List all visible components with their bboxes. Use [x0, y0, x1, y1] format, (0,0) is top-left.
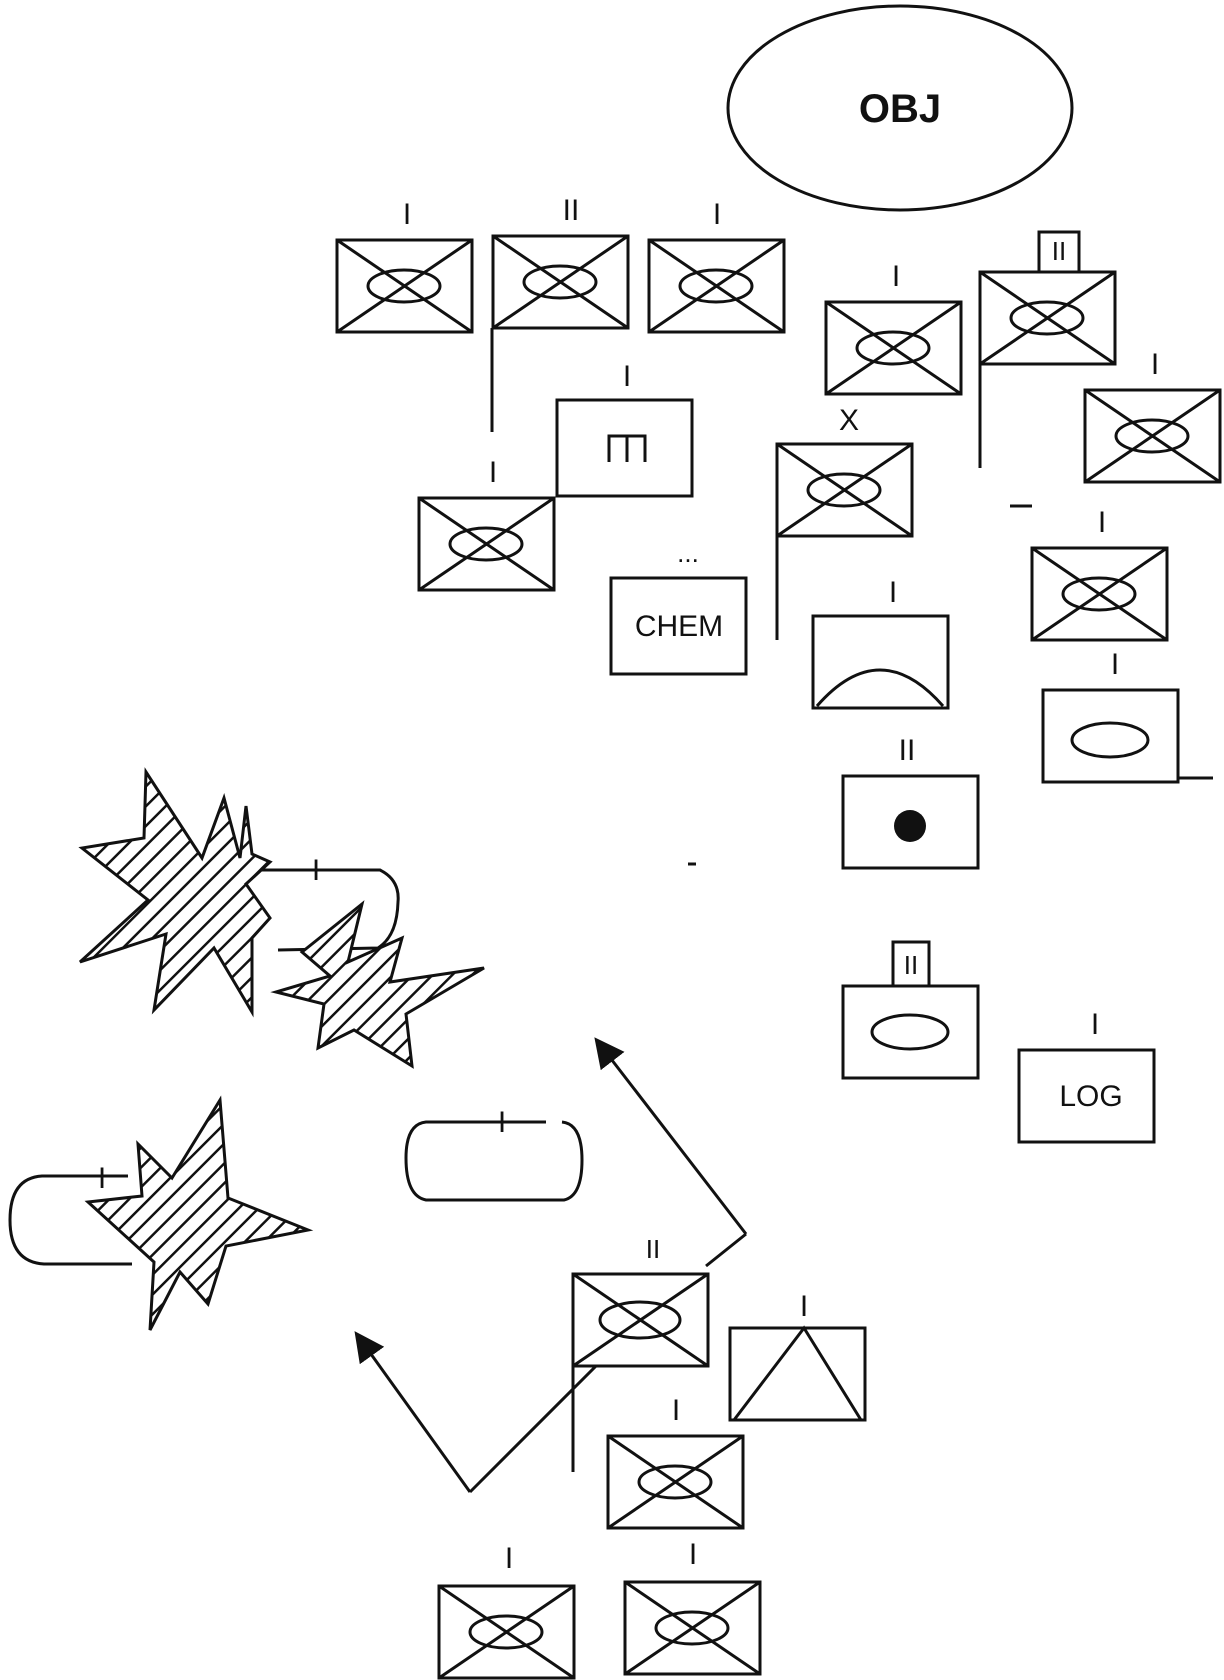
echelon-label: II — [1052, 236, 1066, 266]
echelon-label: I — [498, 1106, 506, 1139]
unit-mech-inf: I — [623, 1538, 762, 1676]
echelon-label: X — [839, 404, 859, 437]
unit-field-artillery: I — [811, 576, 950, 710]
unit-air-defense: I — [728, 1290, 867, 1422]
axis-of-advance — [354, 1037, 748, 1494]
unit-engineer: I — [555, 360, 694, 498]
enemy-position-upper: I — [78, 767, 485, 1069]
echelon-label: I — [713, 198, 721, 231]
unit-mech-inf: I — [417, 456, 556, 592]
unit-mech-inf: I — [1030, 506, 1169, 642]
echelon-label: I — [1111, 648, 1119, 681]
echelon-label: II — [899, 734, 916, 767]
echelon-label: I — [489, 456, 497, 489]
unit-logistics: LOG I — [1017, 1008, 1156, 1144]
echelon-label: I — [1098, 506, 1106, 539]
unit-mech-inf: I — [335, 198, 474, 334]
objective: OBJ — [726, 4, 1074, 212]
echelon-label: I — [623, 360, 631, 393]
unit-mech-inf: I — [437, 1542, 576, 1680]
echelon-label: I — [800, 1290, 808, 1323]
chem-label: CHEM — [635, 610, 723, 643]
echelon-label: I — [889, 576, 897, 609]
objective-label: OBJ — [859, 87, 941, 131]
echelon-label: I — [672, 1394, 680, 1427]
unit-mech-inf: II — [571, 1234, 710, 1472]
unit-mech-inf: I — [824, 260, 963, 396]
echelon-label: I — [1151, 348, 1159, 381]
unit-mech-inf: I — [1083, 348, 1222, 484]
echelon-label: ... — [677, 538, 699, 568]
unit-mech-inf-hq: II — [978, 230, 1117, 468]
echelon-label: I — [505, 1542, 513, 1575]
echelon-label: I — [1091, 1008, 1099, 1041]
echelon-label: I — [98, 1162, 106, 1195]
echelon-label: II — [563, 194, 580, 227]
log-label: LOG — [1059, 1080, 1122, 1113]
enemy-position-lower: I — [8, 1095, 314, 1331]
echelon-label: I — [403, 198, 411, 231]
unit-mech-inf: II — [491, 194, 630, 330]
echelon-label: I — [689, 1538, 697, 1571]
reserve-position: I — [404, 1106, 584, 1202]
echelon-label: I — [892, 260, 900, 293]
unit-field-artillery-point: II — [841, 734, 980, 870]
unit-armor: I — [1041, 648, 1213, 784]
unit-armor-hq: II — [841, 940, 980, 1080]
echelon-label: II — [646, 1234, 660, 1264]
unit-chemical: CHEM ... — [609, 538, 748, 676]
unit-mech-inf: I — [647, 198, 786, 334]
echelon-label: I — [312, 854, 320, 887]
unit-mech-inf: I — [606, 1394, 745, 1530]
unit-mech-inf-brigade: X — [775, 404, 914, 640]
echelon-label: II — [904, 950, 918, 980]
